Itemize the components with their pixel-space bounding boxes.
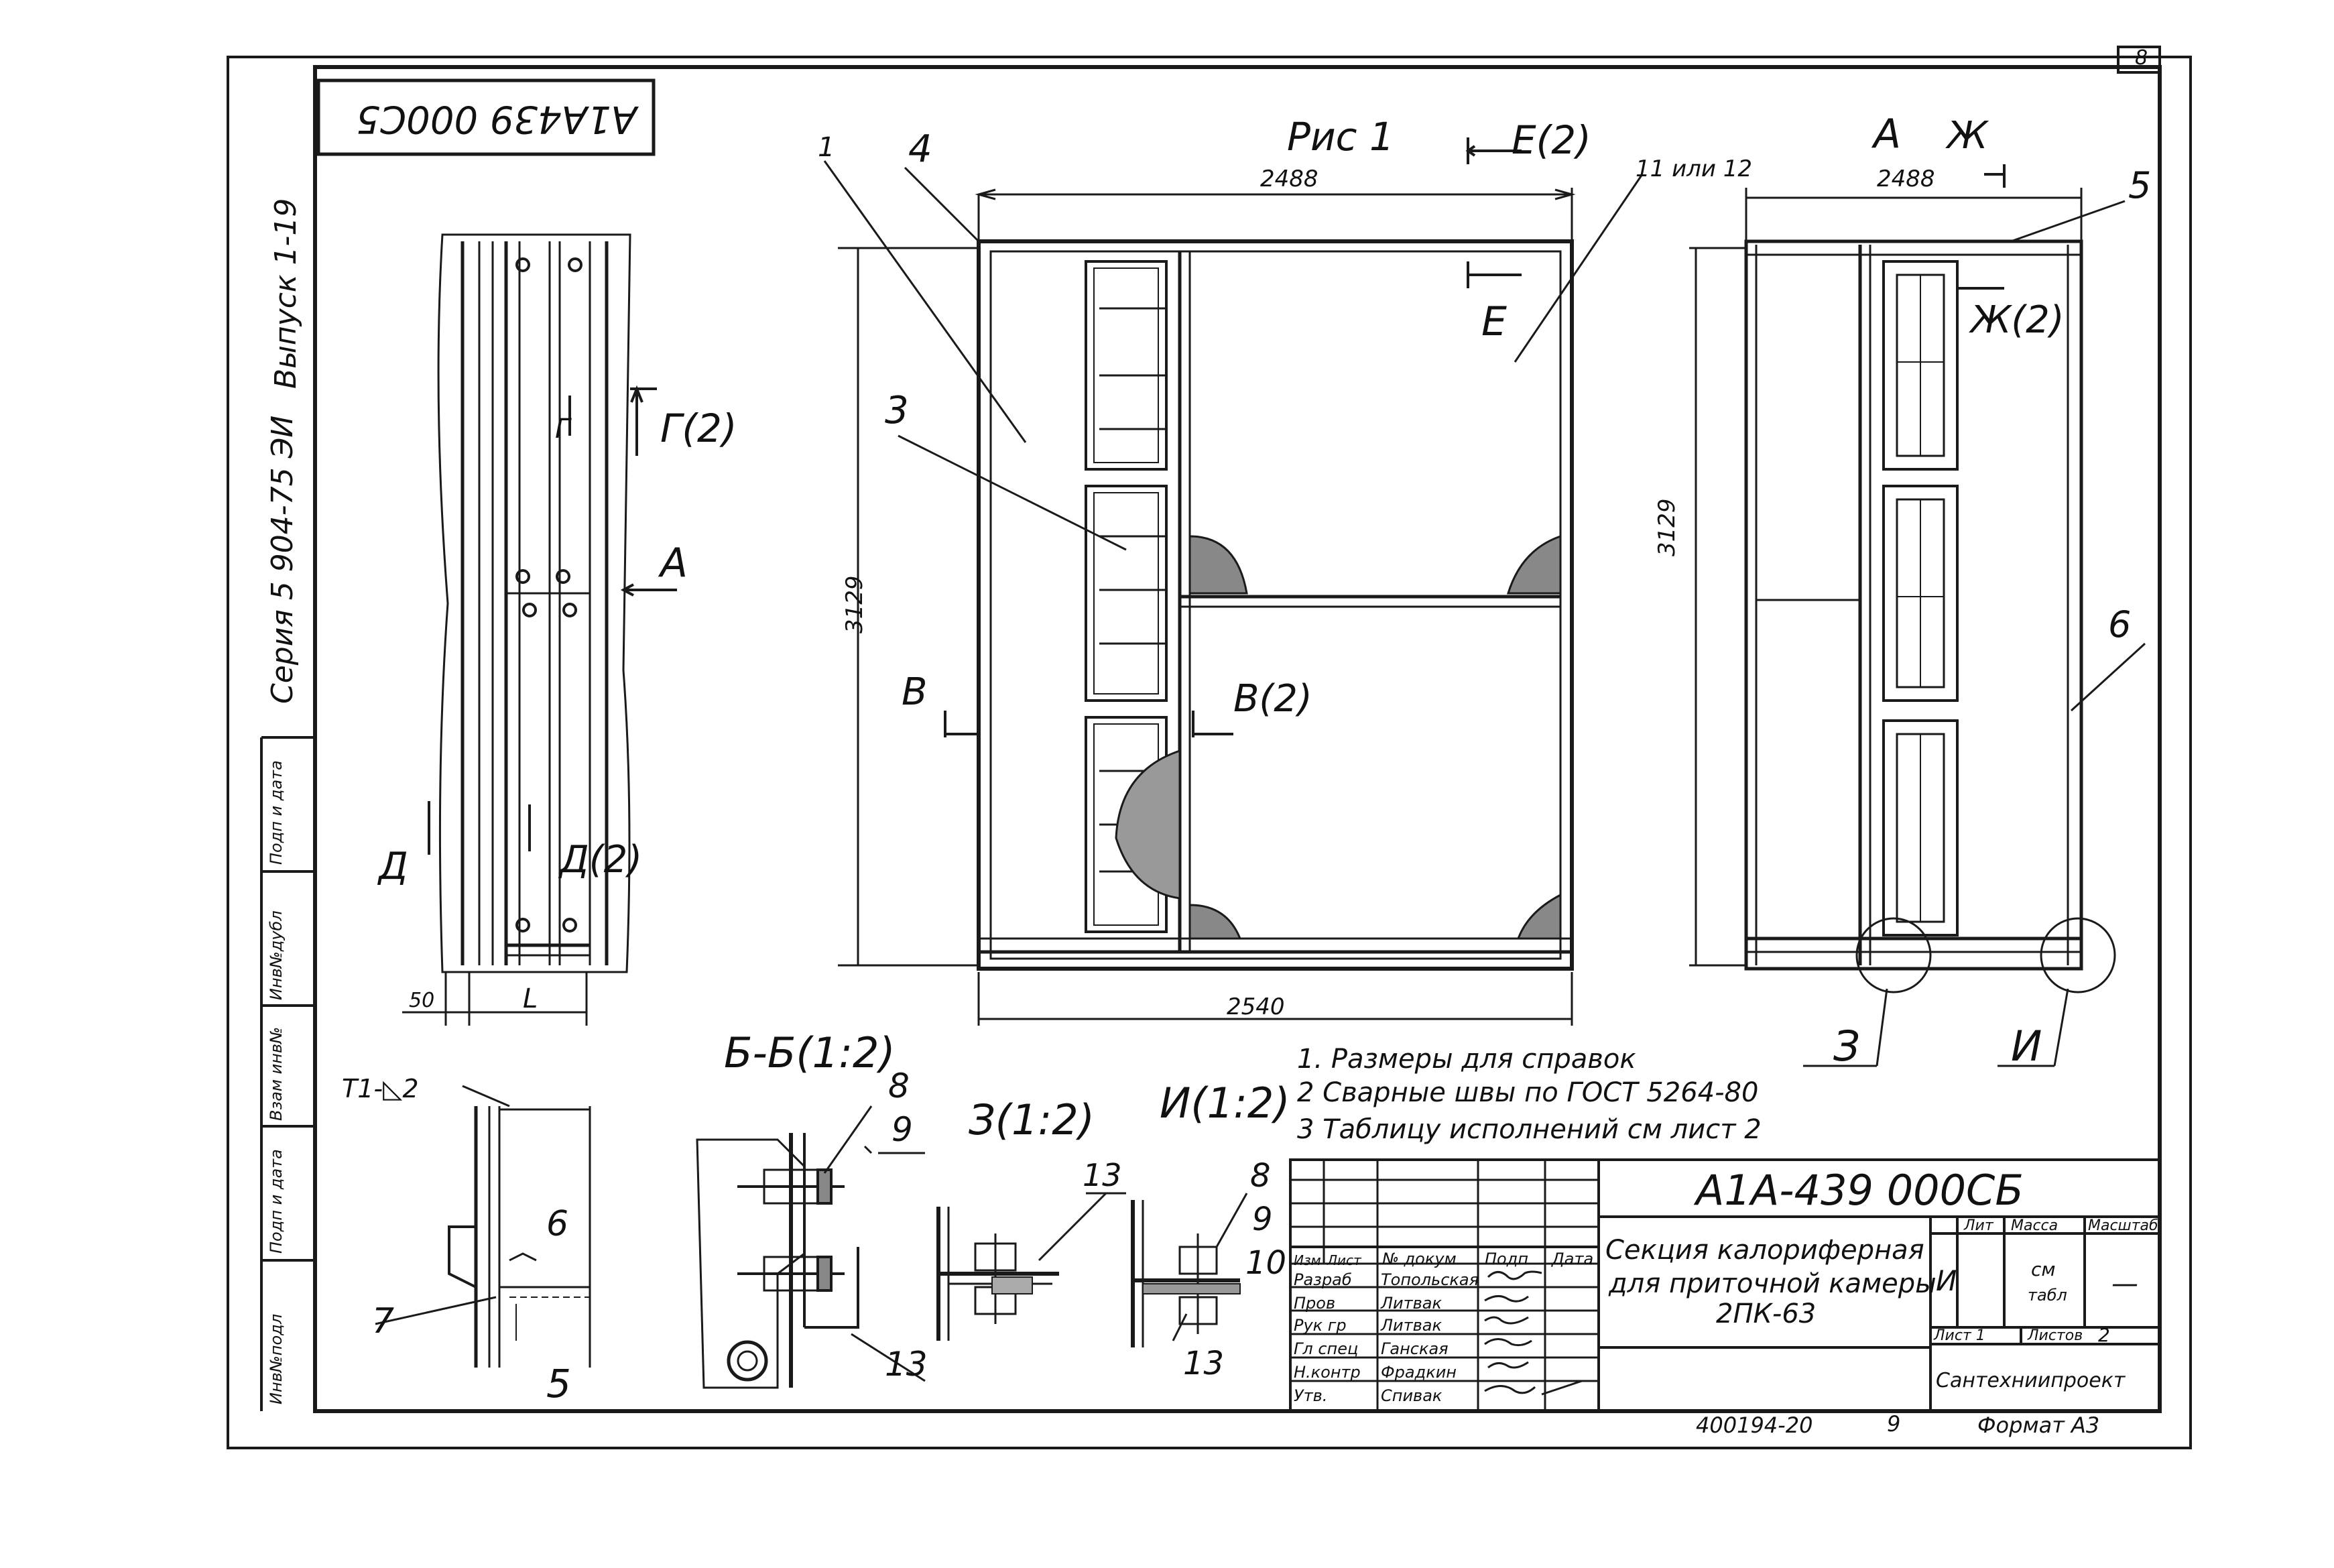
- view-a-title: А: [1874, 111, 1902, 158]
- section-g-label: Г: [555, 414, 570, 444]
- dim-width-view-a: 2488: [1877, 166, 1935, 192]
- section-g2-label: Г(2): [660, 406, 737, 451]
- section-d2-label: Д(2): [560, 838, 643, 882]
- name-line-1: Секция калориферная: [1605, 1235, 1924, 1266]
- pos-11-label: 11 или 12: [1636, 156, 1753, 182]
- row-name-6: Спивак: [1381, 1386, 1442, 1405]
- sheets-value: 2: [2098, 1324, 2110, 1346]
- format-label: Формат А3: [1977, 1412, 2100, 1438]
- col-date: Дата: [1552, 1250, 1594, 1268]
- scale-label: Масштаб: [2088, 1217, 2158, 1234]
- note-3: 3 Таблицу исполнений см лист 2: [1297, 1114, 1762, 1145]
- note-1: 1. Размеры для справок: [1297, 1044, 1636, 1075]
- strip-cell-4: Инв№дубл: [267, 910, 286, 1000]
- sheet-number: 8: [2135, 46, 2148, 70]
- section-v-label: В: [902, 670, 928, 714]
- name-line-2: для приточной камеры: [1609, 1268, 1937, 1299]
- pos-3-label: 3: [885, 389, 909, 432]
- dim-50: 50: [409, 989, 435, 1012]
- strip-cell-5: Подп и дата: [267, 760, 286, 865]
- mass-label: Масса: [2011, 1217, 2059, 1234]
- detail-i-pos10: 10: [1245, 1244, 1287, 1282]
- pos-6-label: 6: [2108, 603, 2132, 646]
- sheet-label: Лист 1: [1934, 1327, 1985, 1344]
- row-role-1: Разраб: [1294, 1270, 1352, 1289]
- detail-z-pos13: 13: [1083, 1157, 1122, 1193]
- detail-d-pos7: 7: [372, 1301, 395, 1341]
- detail-i-pos9: 9: [1252, 1201, 1273, 1238]
- row-name-2: Литвак: [1381, 1294, 1442, 1313]
- dim-l: L: [523, 983, 538, 1014]
- row-name-5: Фрадкин: [1381, 1363, 1457, 1382]
- section-bb-title: Б-Б(1:2): [724, 1028, 896, 1077]
- pos-1-label: 1: [818, 132, 835, 163]
- section-v2-label: В(2): [1233, 677, 1312, 721]
- dim-height-main: 3129: [841, 575, 868, 634]
- callout-z-label: З: [1833, 1022, 1860, 1071]
- dim-width-main: 2488: [1260, 166, 1318, 192]
- note-2: 2 Сварные швы по ГОСТ 5264-80: [1297, 1077, 1759, 1108]
- organization: Сантехниипроект: [1936, 1369, 2126, 1392]
- mass-value-2: табл: [2028, 1286, 2067, 1305]
- detail-i-pos13: 13: [1183, 1345, 1225, 1382]
- detail-i-pos8: 8: [1250, 1157, 1271, 1195]
- col-sign: Подп: [1485, 1250, 1529, 1268]
- col-izm: Изм: [1294, 1252, 1321, 1268]
- strip-cell-2: Подп и дата: [267, 1149, 286, 1254]
- section-bb-pos8: 8: [888, 1067, 910, 1105]
- name-line-3: 2ПК-63: [1716, 1299, 1817, 1329]
- detail-z-title: З(1:2): [969, 1095, 1095, 1144]
- lit-value: И: [1936, 1264, 1957, 1297]
- copy-number: 9: [1887, 1411, 1901, 1437]
- doc-code-mirrored: A1A439 000C5: [356, 97, 637, 141]
- mass-value-1: см: [2031, 1258, 2056, 1280]
- row-role-4: Гл спец: [1294, 1339, 1359, 1358]
- row-role-2: Пров: [1294, 1294, 1336, 1313]
- row-role-6: Утв.: [1294, 1386, 1328, 1405]
- row-name-3: Литвак: [1381, 1316, 1442, 1335]
- designation: А1А-439 000СБ: [1696, 1166, 2024, 1215]
- section-zh2-label: Ж(2): [1971, 298, 2065, 342]
- series-label: Серия 5 904-75 ЭИ: [265, 415, 300, 704]
- issue-label: Выпуск 1-19: [269, 198, 303, 389]
- detail-d-pos5: 5: [546, 1361, 571, 1406]
- row-name-4: Ганская: [1381, 1339, 1449, 1358]
- sheets-label: Листов: [2028, 1327, 2083, 1344]
- arrow-a-label: А: [660, 540, 688, 587]
- col-list: Лист: [1327, 1252, 1361, 1268]
- section-d-label: Д: [379, 845, 408, 888]
- detail-i-title: И(1:2): [1160, 1079, 1290, 1128]
- pos-4-label: 4: [908, 127, 932, 171]
- row-name-1: Топольская: [1381, 1270, 1479, 1289]
- row-role-3: Рук гр: [1294, 1316, 1347, 1335]
- row-role-5: Н.контр: [1294, 1363, 1361, 1382]
- section-e2-label: Е(2): [1512, 117, 1591, 163]
- order-number: 400194-20: [1696, 1412, 1813, 1438]
- detail-d-pos6: 6: [546, 1204, 569, 1244]
- section-e-label: Е: [1481, 298, 1507, 345]
- col-doc: № докум: [1382, 1250, 1457, 1268]
- callout-i-label: И: [2011, 1022, 2042, 1071]
- weld-symbol: Т1-◺2: [342, 1074, 419, 1103]
- figure-title: Рис 1: [1287, 114, 1394, 160]
- pos-5-label: 5: [2128, 164, 2152, 206]
- section-bb-pos13: 13: [885, 1345, 928, 1384]
- view-a-title2: Ж: [1947, 114, 1988, 158]
- lit-label: Лит: [1964, 1217, 1993, 1234]
- section-bb-pos9: 9: [892, 1110, 913, 1149]
- dim-height-view-a: 3129: [1654, 498, 1680, 556]
- scale-value: —: [2111, 1268, 2138, 1299]
- strip-cell-1: Инв№подл: [267, 1313, 286, 1404]
- dim-bottom-main: 2540: [1227, 993, 1285, 1020]
- strip-cell-3: Взам инв№: [267, 1026, 286, 1121]
